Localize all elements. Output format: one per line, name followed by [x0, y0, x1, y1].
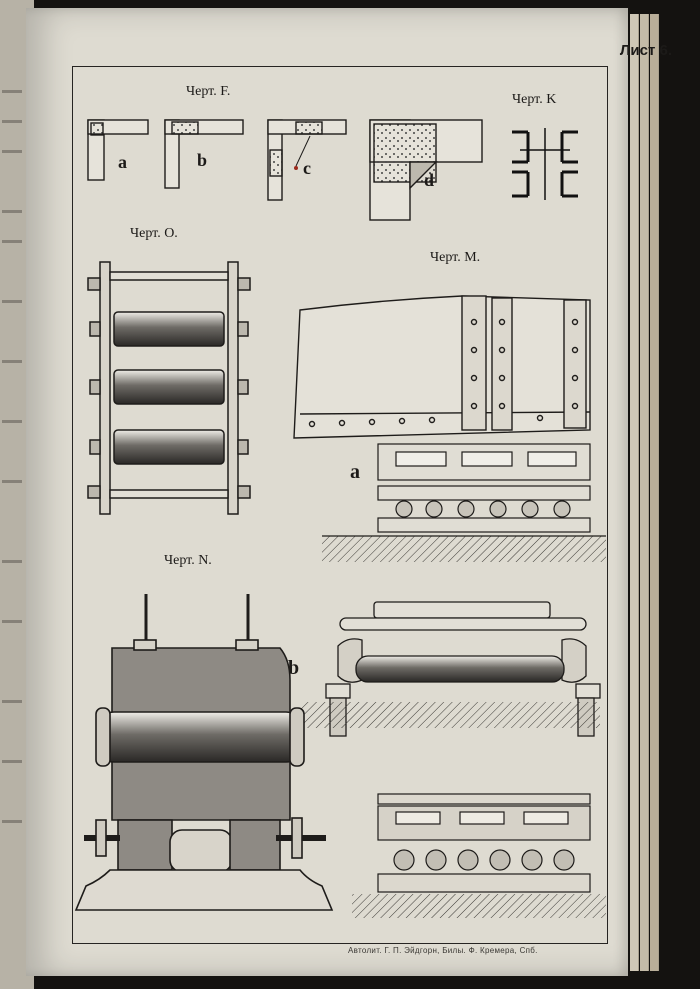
figure-m-b-roller-assembly	[300, 601, 601, 737]
facing-page-text-line	[2, 150, 22, 153]
printer-imprint: Автолит. Г. П. Эйдгорн, Билы. Ф. Кремера…	[348, 946, 538, 955]
facing-page-text-line	[2, 480, 22, 483]
svg-text:d: d	[424, 170, 434, 190]
page-stack-edge	[640, 14, 649, 971]
svg-text:a: a	[118, 152, 127, 172]
page-stack-edge	[630, 14, 639, 971]
figure-k-title: Черт. K	[512, 92, 557, 107]
facing-page-text-line	[2, 420, 22, 423]
figure-n-roller-block	[74, 594, 334, 911]
figure-f-joints	[87, 119, 483, 221]
figure-k-sections	[512, 128, 578, 200]
facing-page-text-line	[2, 560, 22, 563]
figure-n-title: Черт. N.	[164, 553, 212, 568]
facing-page-text-line	[2, 620, 22, 623]
svg-text:b: b	[197, 150, 207, 170]
figure-f-marker-dot	[294, 166, 298, 170]
facing-page-text-line	[2, 240, 22, 243]
figure-m-riveted-plate	[293, 295, 591, 439]
figure-f-part-labels: a b c d	[118, 150, 434, 190]
figure-o-title: Черт. O.	[130, 226, 178, 241]
facing-page-text-line	[2, 700, 22, 703]
figure-m-lower-roller-track	[352, 793, 606, 918]
figure-o-roller-frame	[87, 261, 251, 515]
facing-page-text-line	[2, 760, 22, 763]
facing-page-text-line	[2, 90, 22, 93]
page-stack-edge	[650, 14, 659, 971]
facing-page-text-line	[2, 820, 22, 823]
figure-m-label-b: b	[288, 657, 299, 679]
figure-m-title: Черт. M.	[430, 250, 481, 265]
figure-f-title: Черт. F.	[186, 84, 231, 99]
figure-m-label-a: a	[350, 461, 360, 483]
drawing-frame	[72, 66, 608, 944]
facing-page-text-line	[2, 300, 22, 303]
sheet-number: Лист 6.	[619, 42, 672, 59]
figure-m-a-roller-track	[322, 443, 606, 562]
facing-page-text-line	[2, 360, 22, 363]
svg-text:c: c	[303, 158, 311, 178]
facing-page-text-line	[2, 120, 22, 123]
facing-page-text-line	[2, 210, 22, 213]
